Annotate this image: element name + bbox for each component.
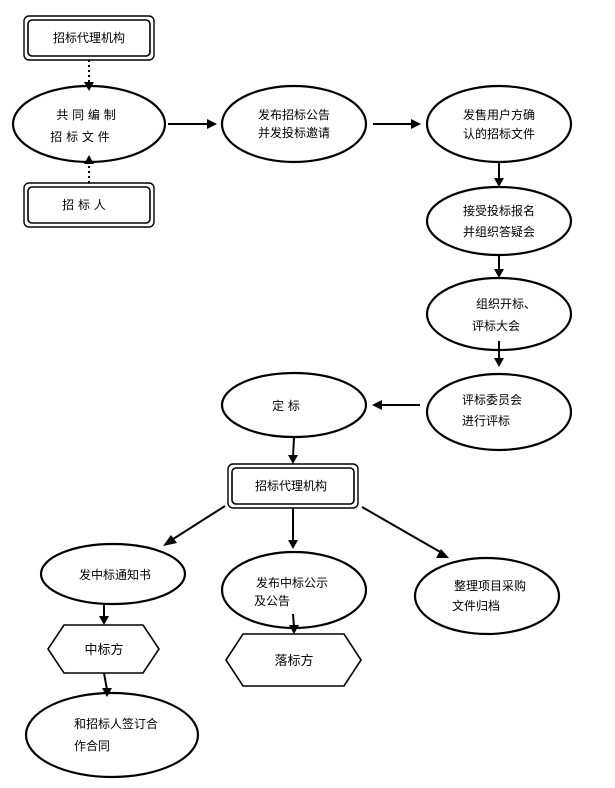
node-notify-winner-label: 发中标通知书 <box>79 567 151 582</box>
node-archive: 整理项目采购 文件归档 <box>413 556 561 636</box>
node-agency-top-label: 招标代理机构 <box>53 30 125 45</box>
node-sign-contract-line1: 和招标人签订合 <box>74 716 158 731</box>
node-loser-label: 落标方 <box>274 653 313 669</box>
edge-notify-to-winner <box>99 604 109 625</box>
node-tenderer: 招 标 人 <box>23 182 155 228</box>
node-award-label: 定 标 <box>272 398 300 413</box>
node-agency-mid: 招标代理机构 <box>227 463 359 509</box>
node-accept-registration: 接受投标报名 并组织答疑会 <box>425 185 573 257</box>
node-agency-top: 招标代理机构 <box>23 15 155 61</box>
edge-agency-to-compile <box>84 60 94 91</box>
node-accept-registration-line1: 接受投标报名 <box>463 203 535 218</box>
node-winner: 中标方 <box>47 624 160 674</box>
node-agency-mid-label: 招标代理机构 <box>255 478 327 493</box>
node-accept-registration-line2: 并组织答疑会 <box>463 224 535 239</box>
edge-agency-to-archive <box>361 506 449 558</box>
node-publish-notice: 发布招标公告 并发投标邀请 <box>220 84 368 164</box>
node-archive-line1: 整理项目采购 <box>454 578 526 593</box>
node-publish-result: 发布中标公示 及公告 <box>220 550 368 630</box>
edge-compile-to-publish <box>168 119 217 129</box>
node-joint-compile-line1: 共 同 编 制 <box>56 107 115 122</box>
edge-opening-to-committee <box>494 341 504 367</box>
node-sell-docs-line2: 认的招标文件 <box>463 126 535 141</box>
edge-publish-to-sell <box>373 119 421 129</box>
node-loser: 落标方 <box>225 633 362 687</box>
edge-sell-to-accept <box>494 162 504 187</box>
node-sign-contract-line2: 作合同 <box>74 738 110 753</box>
node-joint-compile: 共 同 编 制 招 标 文 件 <box>11 84 167 164</box>
node-publish-result-line1: 发布中标公示 <box>256 575 328 590</box>
node-tenderer-label: 招 标 人 <box>62 198 106 212</box>
node-publish-result-line2: 及公告 <box>254 594 290 608</box>
node-notify-winner: 发中标通知书 <box>39 542 187 606</box>
node-sign-contract: 和招标人签订合 作合同 <box>24 691 200 779</box>
edge-award-to-agency <box>288 436 298 464</box>
edge-result-to-loser <box>289 613 299 634</box>
node-sell-docs: 发售用户方确 认的招标文件 <box>425 84 573 164</box>
node-publish-notice-line1: 发布招标公告 <box>258 107 330 122</box>
node-joint-compile-line2: 招 标 文 件 <box>50 129 109 144</box>
node-publish-notice-line2: 并发投标邀请 <box>258 125 330 140</box>
node-award: 定 标 <box>220 371 368 439</box>
node-opening-meeting-line1: 组织开标、 <box>476 297 536 311</box>
edge-agency-to-notify <box>163 505 226 546</box>
node-committee-eval-line2: 进行评标 <box>462 414 510 428</box>
node-committee-eval: 评标委员会 进行评标 <box>425 372 573 452</box>
edge-winner-to-contract <box>102 672 112 697</box>
node-sell-docs-line1: 发售用户方确 <box>463 107 535 122</box>
node-opening-meeting: 组织开标、 评标大会 <box>425 276 573 352</box>
node-committee-eval-line1: 评标委员会 <box>462 393 522 407</box>
edge-agency-to-result <box>288 508 298 549</box>
edge-tenderer-to-compile <box>84 155 94 183</box>
node-archive-line2: 文件归档 <box>452 598 500 613</box>
edge-committee-to-award <box>372 400 420 410</box>
node-winner-label: 中标方 <box>84 642 123 658</box>
node-opening-meeting-line2: 评标大会 <box>472 319 520 333</box>
edge-accept-to-opening <box>494 255 504 278</box>
